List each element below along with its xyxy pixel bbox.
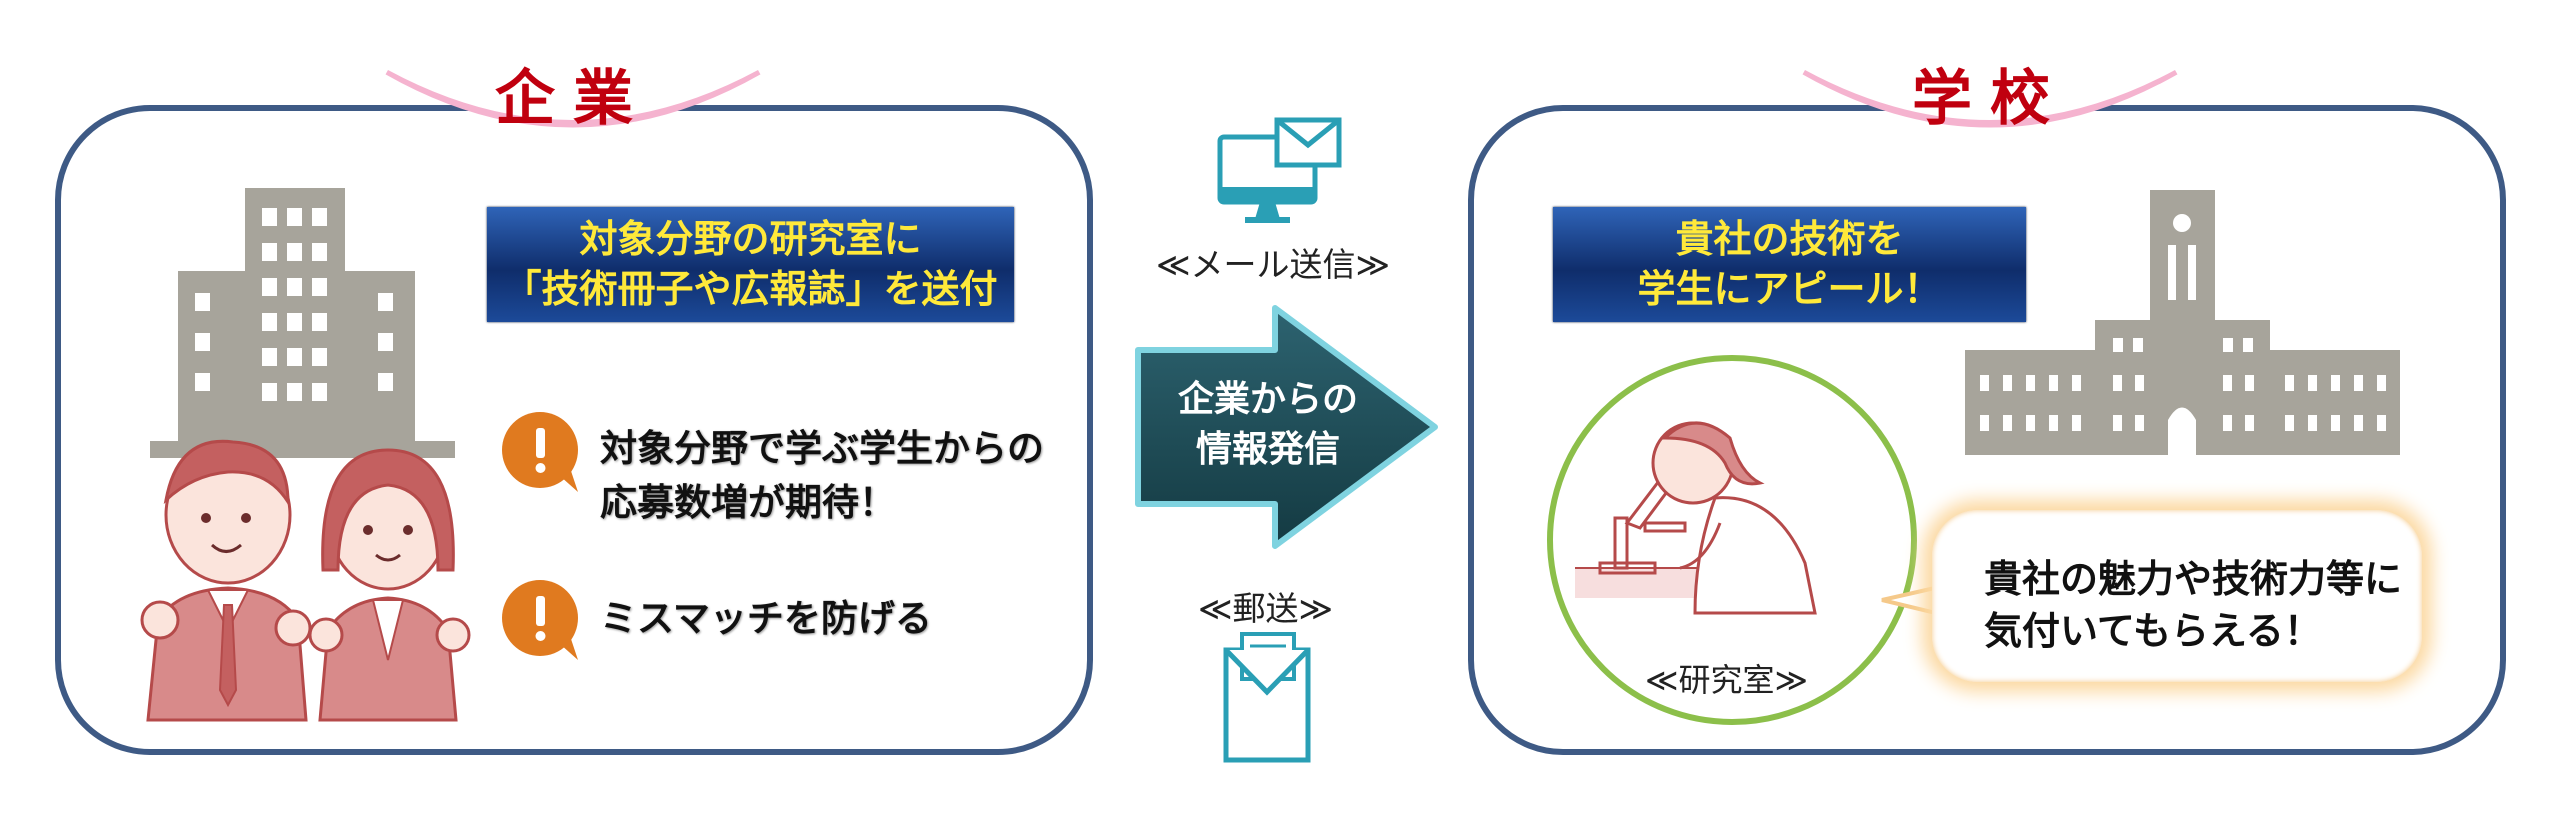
laboratory-label: ≪研究室≫ — [1645, 661, 1809, 699]
bullet-2: ミスマッチを防げる — [600, 592, 932, 646]
tab-arc-shape — [1802, 30, 2178, 128]
school-banner-line-2: 学生にアピール！ — [1637, 267, 1942, 311]
school-banner: 貴社の技術を 学生にアピール！ — [1553, 207, 2026, 322]
laboratory-circle — [1547, 355, 1917, 725]
company-banner-line-2: 「技術冊子や広報誌」を送付 — [503, 267, 998, 311]
school-title: 学校 — [1912, 64, 2068, 134]
company-banner: 対象分野の研究室に 「技術冊子や広報誌」を送付 — [487, 207, 1014, 322]
bullet-1-line-1: 対象分野で学ぶ学生からの — [600, 427, 1044, 470]
cloud-line-1: 貴社の魅力や技術力等に — [1984, 557, 2403, 601]
company-title: 企業 — [495, 64, 651, 134]
email-label: ≪メール送信≫ — [1156, 245, 1391, 284]
bullet-1: 対象分野で学ぶ学生からの 応募数増が期待！ — [600, 422, 1044, 530]
post-label: ≪郵送≫ — [1198, 589, 1334, 628]
business-people-illustration — [140, 439, 471, 722]
arrow-line-1: 企業からの — [1177, 379, 1358, 420]
company-banner-line-1: 対象分野の研究室に — [579, 217, 922, 261]
exclamation-icon — [502, 412, 578, 492]
university-building-icon — [1965, 190, 2400, 455]
university-windows — [1980, 375, 2386, 431]
speech-cloud-text: 貴社の魅力や技術力等に 気付いてもらえる！ — [1984, 553, 2402, 657]
info-arrow — [1135, 305, 1438, 549]
exclamation-icon — [502, 580, 578, 660]
email-computer-icon — [1217, 117, 1342, 223]
bullet-2-line-1: ミスマッチを防げる — [600, 597, 932, 640]
mail-envelope-icon — [1223, 632, 1311, 763]
school-tab: 学校 — [1795, 20, 2185, 140]
cloud-line-2: 気付いてもらえる！ — [1984, 609, 2322, 653]
arrow-line-2: 情報発信 — [1195, 429, 1340, 470]
office-building-icon — [150, 188, 455, 458]
company-tab: 企業 — [378, 20, 768, 140]
speech-cloud — [1932, 510, 2422, 682]
tab-arc-shape — [385, 30, 761, 128]
researcher-microscope-illustration — [1575, 421, 1817, 615]
school-banner-line-1: 貴社の技術を — [1675, 217, 1904, 261]
bullet-1-line-2: 応募数増が期待！ — [600, 481, 896, 524]
arrow-text: 企業からの 情報発信 — [1158, 375, 1378, 475]
